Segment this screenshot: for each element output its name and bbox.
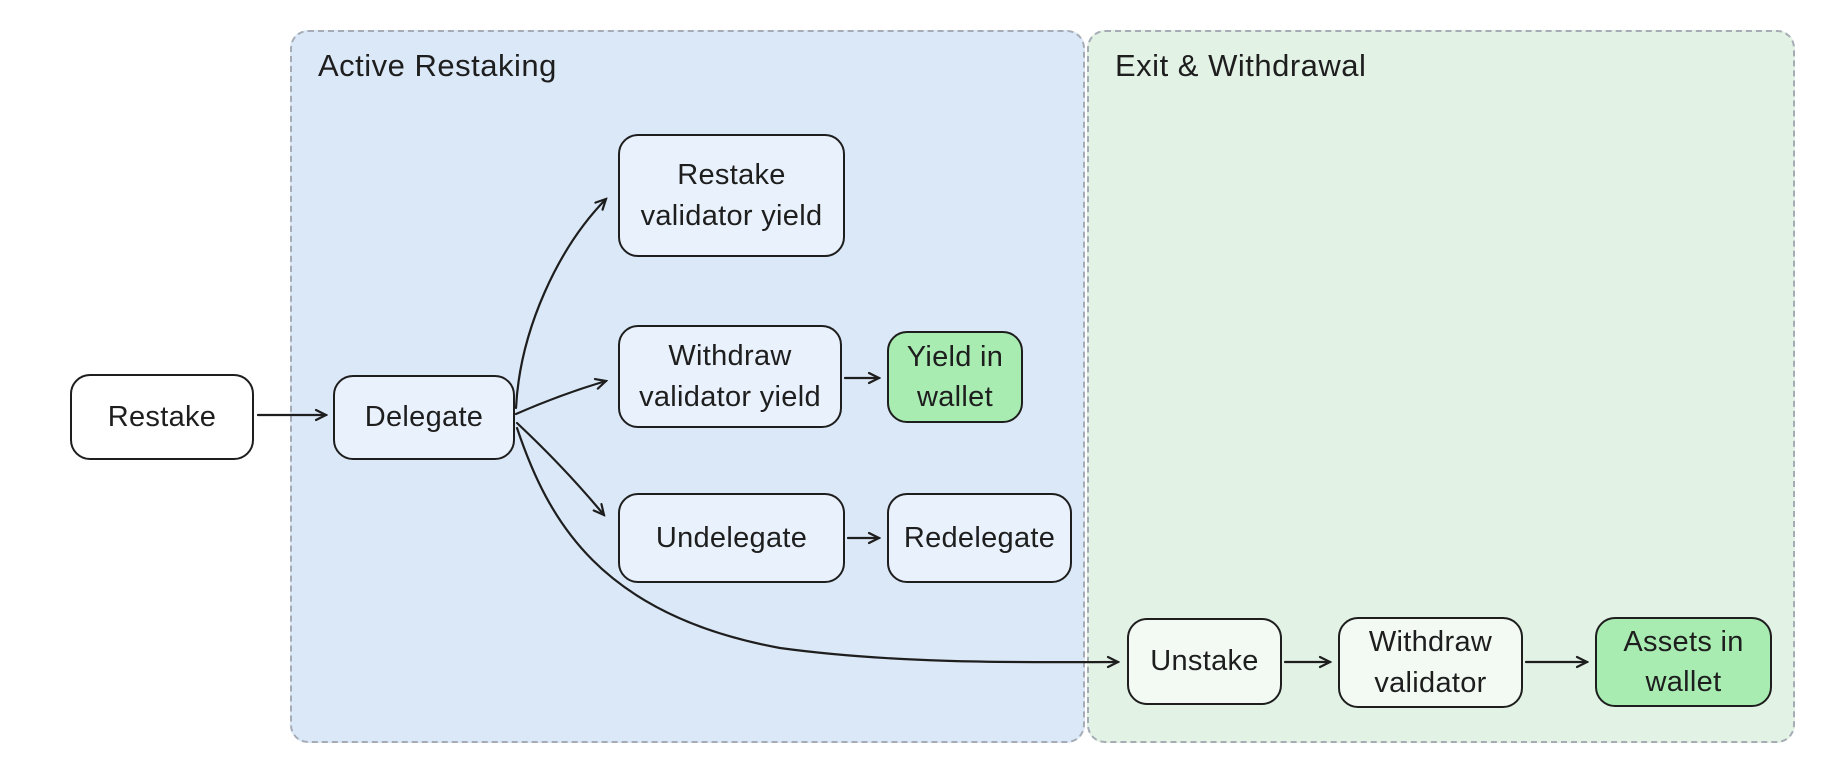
node-restake-validator-yield-line2: validator yield (640, 199, 823, 232)
node-withdraw-validator-line1: Withdraw (1368, 626, 1493, 659)
node-assets-in-wallet-line2: wallet (1645, 666, 1722, 698)
node-yield-in-wallet-line2: wallet (917, 381, 993, 413)
node-redelegate-label: Redelegate (903, 521, 1056, 554)
node-undelegate: Undelegate (618, 493, 845, 583)
node-withdraw-validator-yield: Withdraw validator yield (618, 325, 842, 428)
node-yield-in-wallet-line1: Yield in (906, 340, 1004, 373)
node-delegate-label: Delegate (364, 401, 484, 434)
node-unstake: Unstake (1127, 618, 1282, 705)
region-exit-withdrawal-label: Exit & Withdrawal (1115, 48, 1367, 83)
edge-delegate-restake-validator-yield (514, 199, 606, 410)
node-withdraw-validator-yield-line2: validator yield (639, 380, 821, 413)
region-active-restaking-label: Active Restaking (318, 48, 557, 83)
node-unstake-label: Unstake (1150, 645, 1259, 678)
node-restake-label: Restake (107, 400, 217, 433)
node-restake-validator-yield-line1: Restake (677, 159, 786, 192)
node-withdraw-validator: Withdraw validator (1338, 617, 1523, 708)
node-assets-in-wallet-line1: Assets in (1623, 625, 1744, 658)
node-withdraw-validator-line2: validator (1374, 666, 1487, 699)
node-yield-in-wallet: Yield in wallet (887, 331, 1023, 423)
edge-delegate-unstake (515, 426, 1118, 662)
node-undelegate-label: Undelegate (655, 521, 808, 554)
node-delegate: Delegate (333, 375, 515, 460)
node-restake-validator-yield: Restake validator yield (618, 134, 845, 257)
node-redelegate: Redelegate (887, 493, 1072, 583)
node-withdraw-validator-yield-line1: Withdraw (668, 340, 792, 373)
node-assets-in-wallet: Assets in wallet (1595, 617, 1772, 707)
node-restake: Restake (70, 374, 254, 460)
edge-delegate-withdraw-validator-yield (514, 381, 606, 416)
edge-delegate-undelegate (515, 421, 604, 515)
